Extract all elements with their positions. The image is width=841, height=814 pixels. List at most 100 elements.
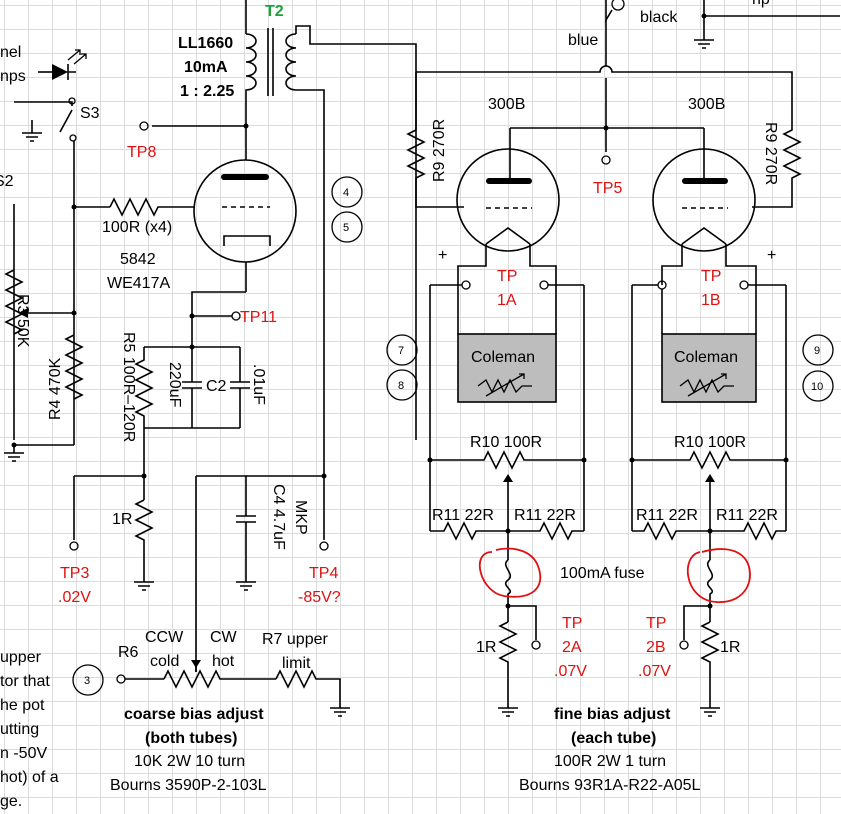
r7-label: R7 upper: [262, 631, 328, 648]
tp8-label: TP8: [127, 144, 156, 161]
np-label: np: [752, 0, 770, 8]
c2-value: .01uF: [250, 364, 267, 405]
c4-label: C4 4.7uF: [270, 484, 287, 550]
left-section: nel nps S3 S2 R3 50K R4 470K: [0, 44, 100, 462]
black-wire-label: black: [640, 9, 678, 26]
ground-icon: [4, 452, 24, 462]
driver-tube-alt: WE417A: [107, 275, 170, 292]
connector-7-label: 7: [398, 345, 404, 357]
ground-icon: [22, 132, 42, 142]
coarse-spec1: 10K 2W 10 turn: [134, 753, 245, 770]
tube-300b-right-label: 300B: [688, 96, 725, 113]
output-stage: blue black np TP5 R9 270R R9 270R 300B T…: [386, 0, 840, 794]
fuse-right-circle: [686, 548, 751, 603]
r11-a-label: R11 22R: [432, 507, 494, 524]
coarse-pot-icon: [163, 669, 276, 689]
note-line: ge.: [0, 793, 22, 810]
hot-label: hot: [212, 653, 235, 670]
coleman-right-label: Coleman: [674, 349, 738, 366]
tp4-terminal: [319, 541, 329, 551]
tp2b-sub: 2B: [646, 639, 666, 656]
transformer-primary-coil-icon: [245, 33, 257, 96]
plus-right: +: [767, 247, 776, 264]
tp8-terminal: [139, 121, 149, 131]
tp2b-voltage: .07V: [638, 663, 671, 680]
coleman-right-box: [661, 333, 757, 403]
pot-r3-label: R3 50K: [14, 294, 31, 348]
tube-300b-left-icon: [456, 148, 560, 252]
tp3-terminal: [69, 541, 79, 551]
note-line: utting: [0, 721, 39, 738]
connector-5-label: 5: [343, 222, 349, 234]
c1-label: 220uF: [166, 362, 183, 408]
tp4-label: TP4: [309, 565, 338, 582]
cw-label: CW: [210, 629, 238, 646]
connector-circle-3: [72, 664, 104, 696]
tube-300b-left-label: 300B: [488, 96, 525, 113]
tp11-terminal: [231, 311, 241, 321]
tp1a-label: TP: [497, 268, 517, 285]
ccw-label: CCW: [145, 629, 184, 646]
r1r-label: 1R: [112, 511, 132, 528]
tube-300b-right-icon: [652, 148, 756, 252]
ground-icon: [498, 707, 518, 717]
connector-9-label: 9: [814, 345, 820, 357]
fine-subtitle: (each tube): [571, 730, 656, 747]
plus-left: +: [438, 247, 447, 264]
ground-icon: [330, 707, 350, 717]
note-line: hot) of a: [0, 769, 59, 786]
fine-title: fine bias adjust: [554, 706, 671, 723]
transformer-ref: T2: [265, 3, 284, 20]
r11-d-label: R11 22R: [716, 507, 778, 524]
lamps-label: nps: [0, 68, 26, 85]
fine-spec1: 100R 2W 1 turn: [554, 753, 666, 770]
fuse-right-icon: [706, 559, 714, 622]
note-line: he pot: [0, 697, 45, 714]
r1r-left-label: 1R: [476, 639, 496, 656]
r1r-right-label: 1R: [720, 639, 740, 656]
ground-icon: [236, 581, 256, 591]
coleman-left-box: [457, 333, 557, 403]
ground-icon: [694, 39, 714, 49]
r5-label: R5 100R–120R: [120, 332, 137, 442]
tp3-voltage: .02V: [58, 589, 91, 606]
r7-limit: limit: [282, 655, 311, 672]
tp4-voltage: -85V?: [298, 589, 341, 606]
ground-icon: [700, 707, 720, 717]
r4-label: R4 470K: [47, 357, 64, 420]
tp5-terminal: [601, 155, 611, 165]
pot-wiper-icon: [18, 308, 28, 318]
tp5-label: TP5: [593, 180, 622, 197]
transformer-current: 10mA: [184, 59, 228, 76]
transformer-model: LL1660: [178, 35, 233, 52]
fuse-label: 100mA fuse: [560, 565, 645, 582]
fine-spec2: Bourns 93R1A-R22-A05L: [519, 777, 701, 794]
coleman-meter-icon: [477, 373, 532, 397]
coarse-spec2: Bourns 3590P-2-103L: [110, 777, 267, 794]
connector-circle-7: [386, 334, 418, 366]
panel-label: nel: [0, 44, 21, 61]
r10-right-label: R10 100R: [674, 434, 746, 451]
coarse-title: coarse bias adjust: [124, 706, 264, 723]
connector-10-label: 10: [811, 381, 823, 393]
r9-right-label: R9 270R: [762, 122, 779, 185]
coleman-left-label: Coleman: [471, 349, 535, 366]
ground-icon: [134, 581, 154, 591]
tp1b-sub: 1B: [701, 292, 721, 309]
blue-wire-label: blue: [568, 32, 598, 49]
switch-s3-label: S3: [80, 105, 100, 122]
s2-label: S2: [0, 173, 14, 190]
connector-3-label: 3: [84, 675, 90, 687]
tp1b-label: TP: [701, 268, 721, 285]
led-icon: [52, 64, 68, 80]
cold-label: cold: [150, 653, 179, 670]
coarse-bias: 3 R6 CCW cold CW hot R7 upper limit coar…: [72, 629, 350, 794]
tp2a-sub: 2A: [562, 639, 582, 656]
tp2b-terminal: [679, 640, 689, 650]
r6-label: R6: [118, 644, 139, 661]
tp1a-sub: 1A: [497, 292, 517, 309]
r10-left-label: R10 100R: [470, 434, 542, 451]
tp11-label: TP11: [240, 309, 277, 326]
fuse-left-circle: [478, 547, 542, 598]
